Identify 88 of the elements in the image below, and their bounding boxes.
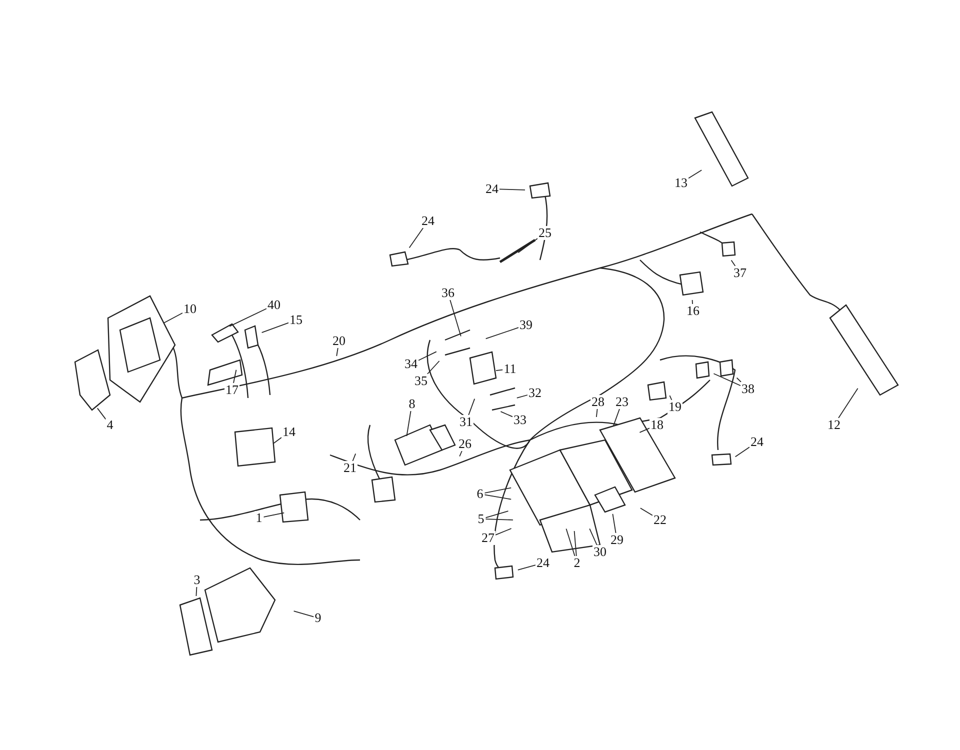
leader-line [516,394,528,398]
leader-line [229,308,267,327]
callout-number: 11 [502,362,518,376]
callout-number: 22 [652,513,668,527]
callout-number: 20 [332,334,346,348]
leader-line [272,437,282,444]
leader-line [499,188,526,190]
leader-line [163,312,183,324]
callout-number: 31 [458,415,474,429]
callout-number: 9 [314,611,322,625]
leader-line [692,300,693,304]
callout-number: 17 [224,383,240,397]
leader-line [484,510,509,518]
callout-number: 3 [192,573,202,587]
callout-number: 26 [458,437,472,451]
leader-line [736,377,742,382]
leader-line [262,512,285,518]
leader-line [500,411,513,418]
callout-number: 27 [480,531,496,545]
leader-line [730,260,736,266]
leader-line [484,494,512,500]
callout-number: 6 [476,487,484,501]
leader-line [612,513,616,534]
callout-number: 4 [106,418,114,432]
leader-line [566,528,576,556]
callout-number: 12 [826,418,842,432]
leader-line [336,348,338,356]
leader-line [485,327,519,340]
callout-number: 24 [536,556,550,570]
callout-number: 40 [266,298,282,312]
leader-line [484,487,512,494]
leader-line [408,228,424,248]
callout-number: 37 [732,266,748,280]
callout-number: 5 [476,512,486,526]
callout-number: 24 [484,182,500,196]
callout-number: 28 [590,395,606,409]
leader-line [838,388,858,418]
callout-number: 33 [512,413,528,427]
callout-number: 16 [686,304,700,318]
callout-number: 15 [288,313,304,327]
callout-number: 10 [182,302,198,316]
leader-line [596,408,598,418]
leader-line [450,300,462,337]
callout-number: 21 [342,461,358,475]
leader-line [293,610,314,618]
callout-number: 1 [254,511,264,525]
callout-number: 34 [404,357,418,371]
leader-line [640,508,653,516]
callout-number: 38 [740,382,756,396]
callout-number: 39 [518,318,534,332]
callout-number: 29 [610,533,624,547]
leader-line [734,446,750,458]
leader-line [612,408,620,427]
callout-number: 19 [668,400,682,414]
callout-number: 36 [440,286,456,300]
callout-number: 2 [572,556,582,570]
callout-number: 23 [614,395,630,409]
leader-line [589,528,598,546]
leader-line [669,395,672,400]
callout-number: 13 [674,176,688,190]
leader-line [639,428,650,433]
callout-number: 24 [750,435,764,449]
callout-number: 32 [528,386,542,400]
callout-number: 18 [650,418,664,432]
leader-line [261,322,289,334]
callout-number: 30 [592,545,608,559]
leader-line [468,398,476,416]
callout-number: 35 [414,374,428,388]
leader-line [574,530,577,556]
leader-line [495,528,512,536]
leader-line [688,170,702,179]
leader-line [406,410,412,437]
leader-line [233,369,237,384]
leader-line [484,518,514,520]
leader-line [352,453,356,462]
callout-number: 14 [282,425,296,439]
callout-number: 24 [420,214,436,228]
leader-line [517,564,536,570]
leader-line [426,360,440,374]
leader-line [418,351,437,361]
leader-line [518,238,538,254]
leader-line [96,408,106,420]
leader-line [496,369,504,372]
callout-number: 25 [538,226,552,240]
leader-line [196,586,198,596]
leader-line [713,373,741,386]
leader-line [459,450,462,457]
callout-number: 8 [408,397,416,411]
